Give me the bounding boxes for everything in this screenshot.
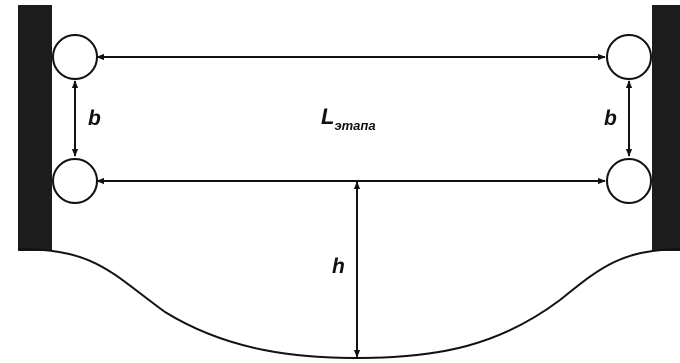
right-wall: [652, 5, 680, 251]
left-gap-label: b: [88, 107, 101, 130]
top-left-node: [52, 34, 98, 80]
span-label: Lэтапа: [321, 104, 376, 133]
bottom-left-node: [52, 158, 98, 204]
left-wall: [18, 5, 52, 251]
bottom-right-node: [606, 158, 652, 204]
top-right-node: [606, 34, 652, 80]
depth-label: h: [332, 255, 345, 278]
right-gap-label: b: [604, 107, 617, 130]
span-label-main: L: [321, 104, 334, 129]
ground-profile: [17, 248, 680, 360]
span-label-sub: этапа: [334, 118, 375, 133]
